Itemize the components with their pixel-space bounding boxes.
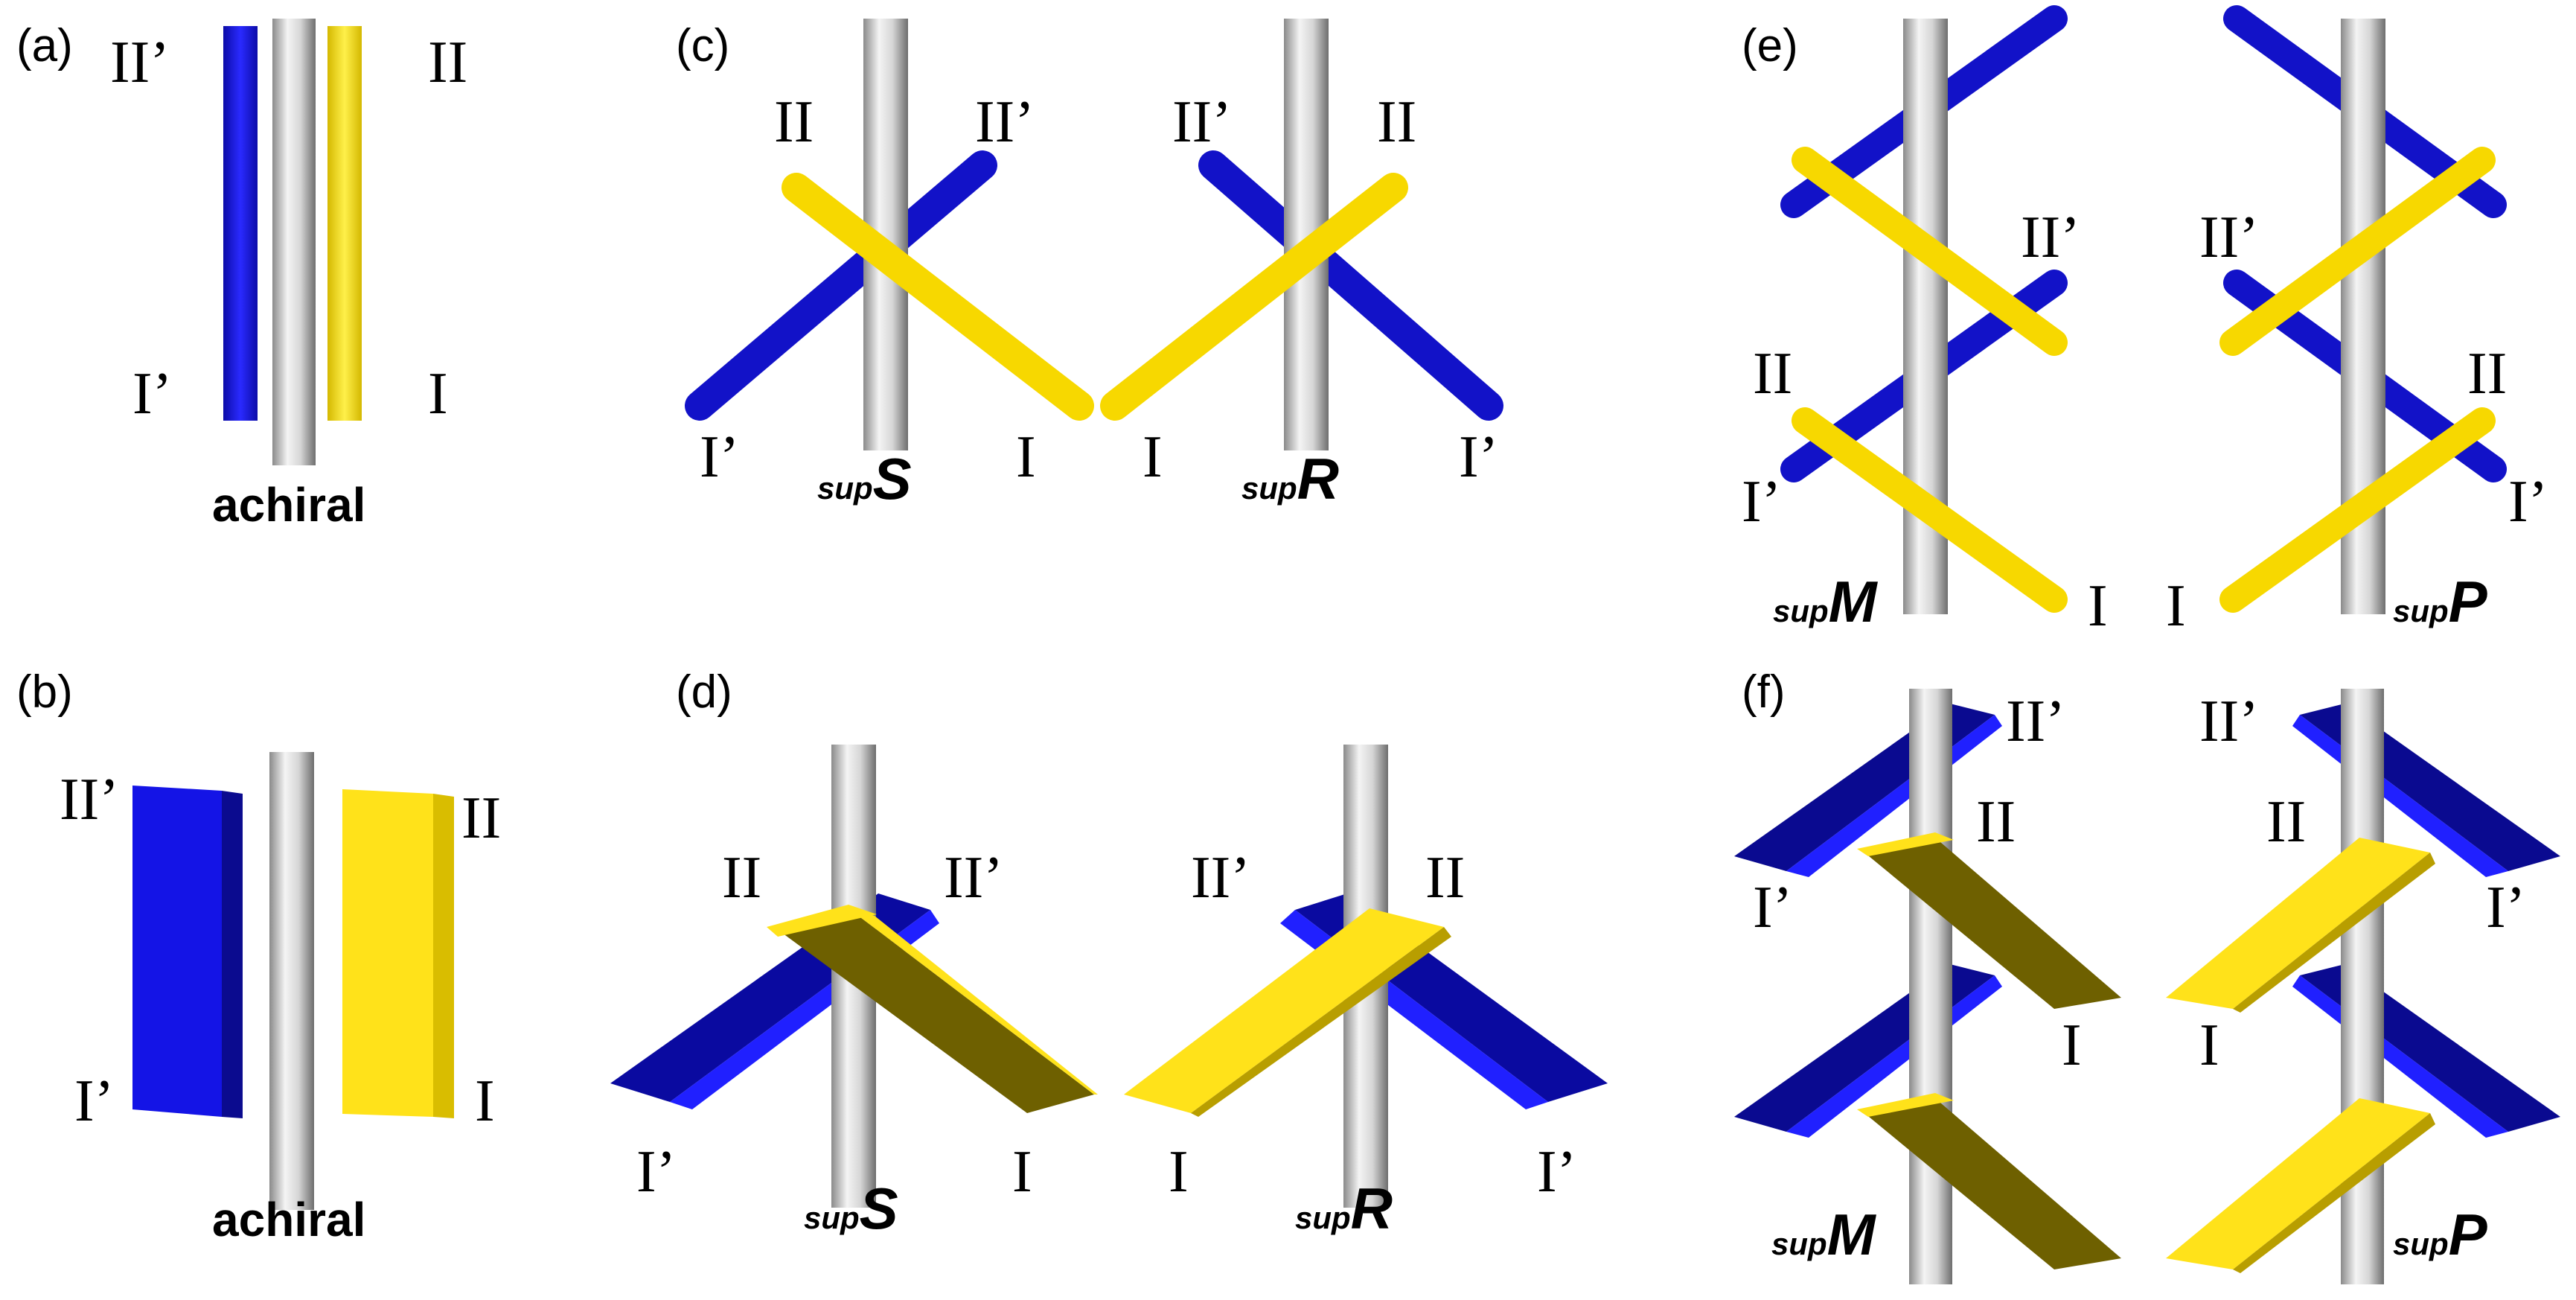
label-b-bottom-right: I [475, 1068, 495, 1134]
yellow-rod-e-right-2 [2219, 407, 2496, 613]
label-f-left-inner-bottom: I [2062, 1013, 2082, 1078]
symbol-d-left: supS [804, 1176, 898, 1241]
label-e-left-low-bottom: I’ [1742, 469, 1781, 535]
yellow-rod-e-left-2 [1792, 407, 2068, 613]
label-d-right-top-left: II’ [1191, 845, 1250, 911]
panel-b-label: (b) [16, 666, 73, 718]
label-e-left-bottom-right: I [2088, 573, 2108, 639]
label-d-left-bottom-left: I’ [636, 1139, 676, 1205]
label-d-right-bottom-right: I’ [1537, 1139, 1576, 1205]
symbol-c-left: supS [817, 446, 912, 512]
yellow-plate-d-left [774, 908, 1094, 1113]
yellow-plate-f-right-1 [2166, 838, 2430, 1009]
panel-c-label: (c) [676, 20, 729, 71]
grey-axis-rod-f-right [2341, 689, 2384, 1284]
label-b-top-left: II’ [60, 767, 119, 832]
label-e-right-low-bottom: I’ [2508, 469, 2548, 535]
label-c-right-top-left: II’ [1172, 89, 1232, 155]
panel-f-label: (f) [1742, 666, 1786, 718]
label-a-top-right: II [428, 30, 467, 95]
blue-plate-f-left-2 [1734, 964, 1995, 1132]
panel-e: (e) II’ II I’ I supM II’ II I’ I supP [1742, 5, 2548, 639]
label-d-right-top-right: II [1425, 845, 1465, 911]
label-f-left-mid: I’ [1753, 875, 1792, 940]
panel-e-label: (e) [1742, 20, 1798, 71]
label-f-left-top-right: II’ [2006, 689, 2065, 754]
blue-plate-f-right-2 [2300, 964, 2560, 1132]
symbol-e-left: supM [1773, 569, 1879, 634]
label-f-right-inner-top: II [2266, 789, 2306, 855]
yellow-plate-f-left-1-top [1857, 832, 1954, 856]
blue-rod-c-left [685, 150, 997, 421]
grey-axis-rod-b [269, 752, 314, 1210]
label-d-left-top-right: II’ [944, 845, 1003, 911]
yellow-plate-d-left-cap [767, 905, 877, 937]
yellow-rod-c-right [1100, 173, 1408, 421]
grey-axis-rod-a [272, 19, 316, 465]
yellow-plate-f-left-1 [1864, 838, 2121, 1009]
label-e-right-mid-left: II’ [2199, 205, 2259, 270]
panel-b: (b) II’ II I’ I achiral [16, 666, 501, 1246]
yellow-rod-c-left [782, 173, 1094, 421]
label-d-left-top-left: II [722, 845, 761, 911]
label-c-left-bottom-right: I [1016, 424, 1036, 490]
yellow-rod-a [327, 26, 362, 421]
yellow-plate-d-right-edge [1191, 927, 1451, 1117]
label-d-right-bottom-left: I [1169, 1139, 1189, 1205]
yellow-plate-f-right-2-edge [2233, 1113, 2435, 1273]
label-b-top-right: II [461, 786, 501, 851]
panel-a: (a) II’ II I’ I achiral [16, 19, 467, 532]
label-f-right-mid: I’ [2486, 875, 2525, 940]
yellow-plate-b [342, 789, 433, 1117]
yellow-plate-d-right [1124, 908, 1444, 1113]
symbol-f-right: supP [2393, 1202, 2488, 1267]
grey-axis-rod-f-left [1909, 689, 1952, 1284]
label-e-left-mid-right: II’ [2021, 205, 2080, 270]
label-c-left-top-right: II’ [975, 89, 1035, 155]
label-f-left-inner-top: II [1976, 789, 2016, 855]
blue-plate-f-right-1 [2300, 704, 2560, 871]
yellow-plate-d-left-top [848, 908, 1098, 1095]
label-c-right-top-right: II [1377, 89, 1416, 155]
label-e-right-bottom-left: I [2166, 573, 2186, 639]
panel-a-label: (a) [16, 20, 73, 71]
label-e-left-low-top: II [1753, 341, 1792, 407]
label-a-top-left: II’ [110, 30, 170, 95]
panel-d-label: (d) [676, 666, 732, 718]
panel-f: (f) II’ II I’ I supM II’ II I’ I supP [1734, 666, 2560, 1284]
label-f-right-top-left: II’ [2199, 689, 2259, 754]
yellow-rod-e-right-1 [2219, 147, 2496, 356]
label-f-right-inner-bottom: I [2199, 1013, 2219, 1078]
symbol-c-right: supR [1241, 446, 1339, 512]
label-d-left-bottom-right: I [1012, 1139, 1032, 1205]
label-c-left-top-left: II [774, 89, 814, 155]
yellow-rod-e-left-1 [1792, 147, 2068, 356]
caption-b: achiral [212, 1193, 365, 1246]
label-c-left-bottom-left: I’ [700, 424, 739, 490]
yellow-plate-f-left-2-top [1857, 1093, 1954, 1117]
blue-plate-b-side [222, 791, 243, 1118]
blue-rod-c-right [1198, 150, 1503, 421]
symbol-d-right: supR [1295, 1176, 1393, 1241]
symbol-e-right: supP [2393, 569, 2488, 634]
symbol-f-left: supM [1771, 1202, 1877, 1267]
label-e-right-low-top: II [2467, 341, 2507, 407]
blue-rod-a [223, 26, 258, 421]
yellow-plate-b-side [433, 794, 454, 1118]
yellow-plate-f-right-2 [2166, 1098, 2430, 1269]
label-b-bottom-left: I’ [74, 1068, 114, 1134]
panel-d: (d) II II’ I’ I supS II’ II I I’ supR [610, 666, 1608, 1241]
panel-c: (c) II II’ I’ I supS II’ II I I’ supR [676, 19, 1503, 512]
label-a-bottom-left: I’ [132, 361, 172, 427]
caption-a: achiral [212, 478, 365, 532]
blue-plate-b [132, 786, 222, 1117]
label-a-bottom-right: I [428, 361, 448, 427]
label-c-right-bottom-right: I’ [1459, 424, 1498, 490]
yellow-plate-f-right-1-edge [2233, 853, 2435, 1013]
label-c-right-bottom-left: I [1142, 424, 1163, 490]
blue-plate-f-left-1 [1734, 704, 1995, 871]
yellow-plate-f-left-2 [1864, 1098, 2121, 1269]
